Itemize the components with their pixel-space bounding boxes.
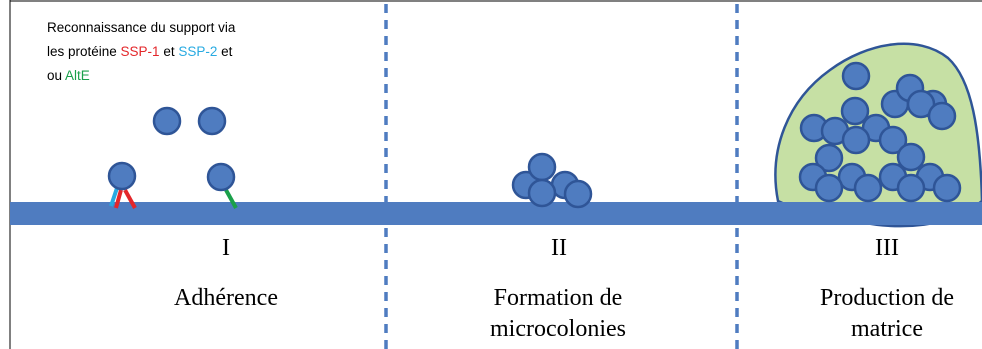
ssp1-protein-left <box>114 189 123 209</box>
matrix-cell <box>814 173 844 203</box>
matrix-cell-cluster <box>798 61 962 203</box>
matrix-cell <box>906 89 936 119</box>
caption-line-2-mid: et <box>160 44 179 59</box>
caption-line-2-prefix: les protéine <box>47 44 121 59</box>
caption-line-1: Reconnaissance du support via <box>47 20 236 35</box>
stage-2-label-line-1: Formation de <box>494 285 623 311</box>
matrix-cell <box>878 125 908 155</box>
matrix-cell <box>927 101 957 131</box>
microcolony-cell-4 <box>527 152 557 182</box>
stage-3-numeral: III <box>875 235 899 261</box>
matrix-cell <box>840 96 870 126</box>
attached-cell-2 <box>206 162 236 192</box>
microcolony-cell-5 <box>527 178 557 208</box>
matrix-cell <box>896 173 926 203</box>
free-cell-1 <box>152 106 182 136</box>
stage-1-label: Adhérence <box>174 285 278 311</box>
matrix-cell <box>853 173 883 203</box>
stage-2-label-line-2: microcolonies <box>490 316 626 342</box>
alte-protein <box>224 189 238 209</box>
caption-text: Reconnaissance du support via les protéi… <box>47 20 239 83</box>
caption-line-3-prefix: ou <box>47 68 65 83</box>
stage-3-label-line-2: matrice <box>851 316 923 342</box>
matrix-cell <box>932 173 962 203</box>
matrix-cell <box>841 61 871 91</box>
matrix-cell <box>896 142 926 172</box>
alte-label: AltE <box>65 68 90 83</box>
microcolony-cell-3 <box>563 179 593 209</box>
stage-2-numeral: II <box>551 235 567 261</box>
attached-cell-1 <box>107 161 137 191</box>
ssp2-protein-left <box>109 187 119 207</box>
ssp1-label: SSP-1 <box>121 44 160 59</box>
ssp1-protein-right <box>123 189 137 209</box>
matrix-cell <box>814 143 844 173</box>
matrix-cell <box>841 125 871 155</box>
free-cell-2 <box>197 106 227 136</box>
ssp2-label: SSP-2 <box>178 44 217 59</box>
substrate-surface <box>10 202 982 225</box>
caption-line-2-suffix: et <box>217 44 232 59</box>
stage-3-label-line-1: Production de <box>820 285 954 311</box>
stage-1-numeral: I <box>222 235 230 261</box>
